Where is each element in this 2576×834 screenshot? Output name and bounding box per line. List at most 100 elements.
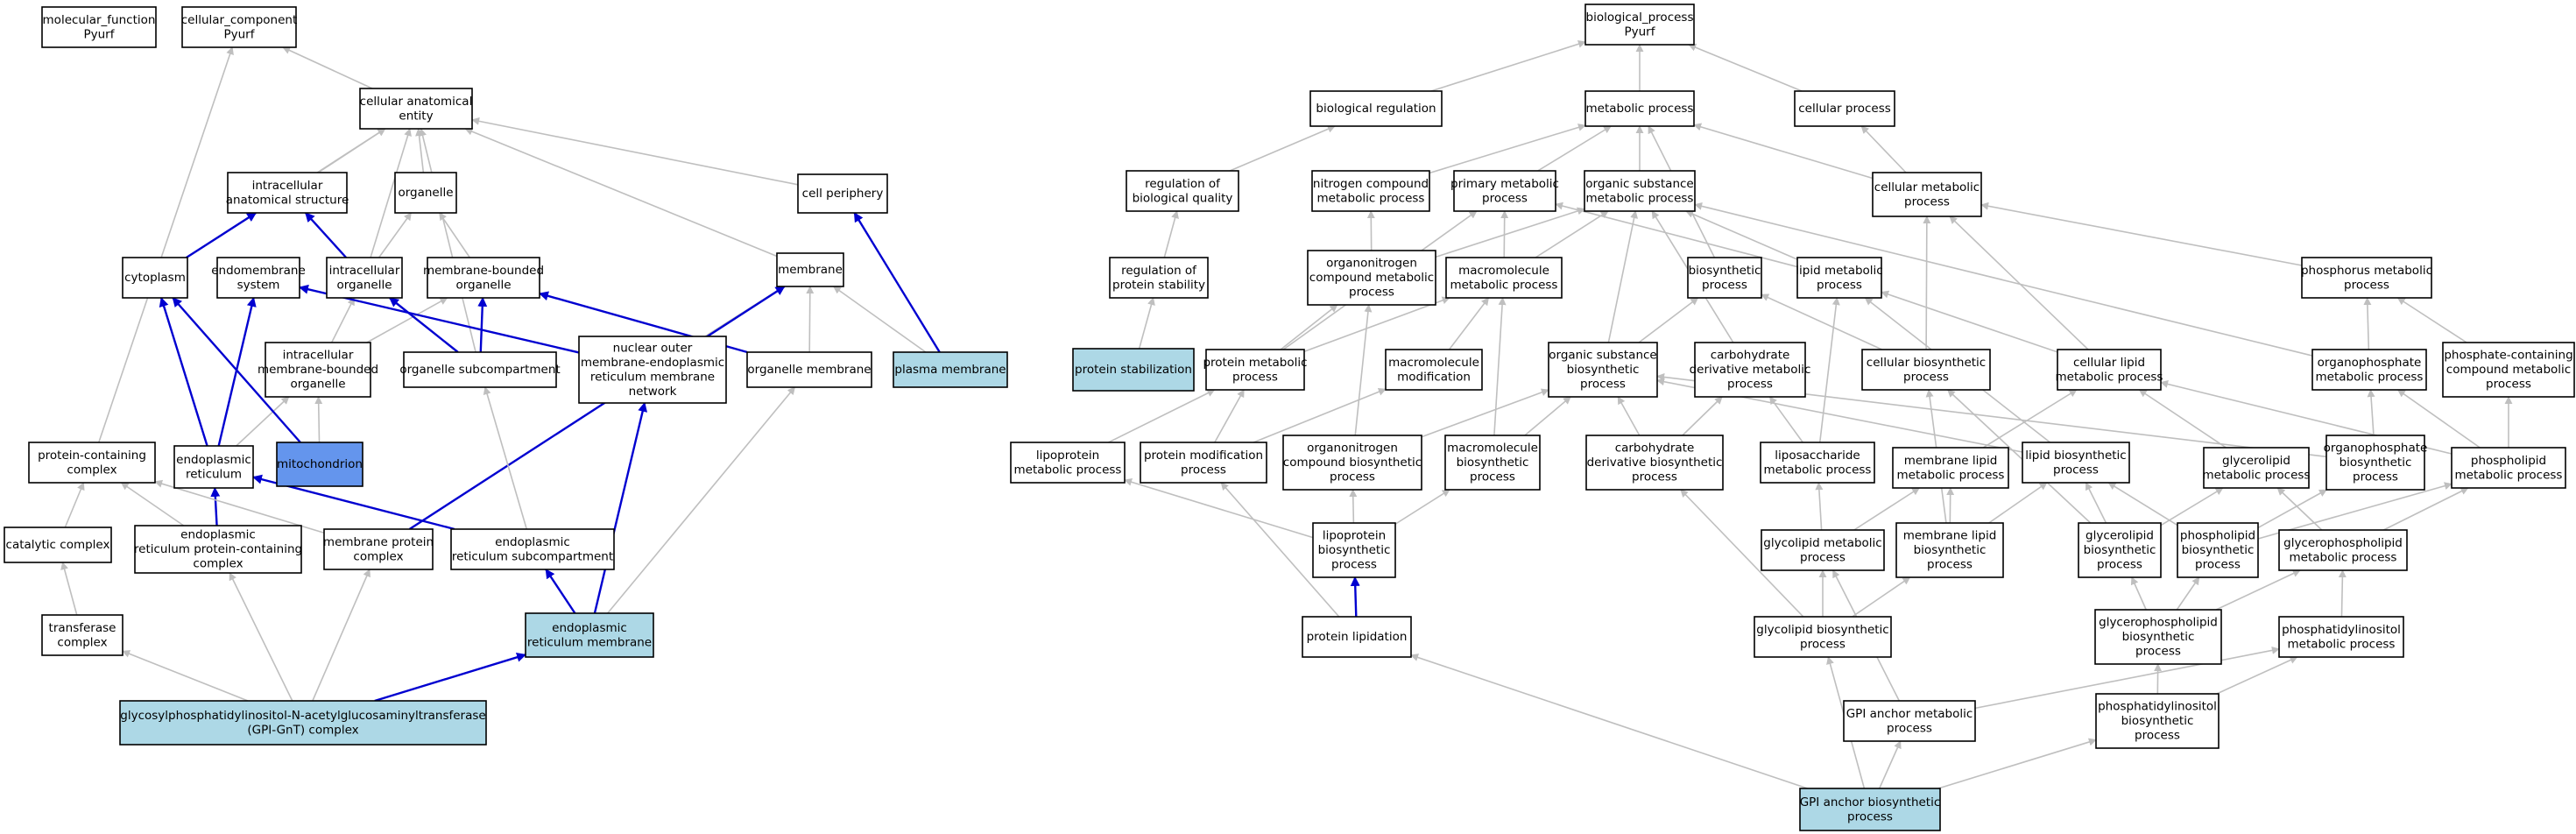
- node-membrane[interactable]: membrane: [776, 252, 844, 287]
- node-box: [134, 525, 302, 574]
- edge-prim_met-to-met_proc: [1537, 125, 1613, 172]
- node-box: [2301, 257, 2432, 299]
- node-label: biosynthetic: [2182, 543, 2255, 557]
- node-org_sub[interactable]: organelle subcompartment: [399, 351, 561, 388]
- node-nuc_outer[interactable]: nuclear outermembrane-endoplasmicreticul…: [578, 336, 727, 404]
- node-label: membrane lipid: [1903, 529, 1997, 543]
- node-label: process: [1232, 370, 1278, 384]
- edge-cell_periph-to-cae: [471, 117, 799, 186]
- node-label: carbohydrate: [1615, 442, 1695, 456]
- node-box: [1444, 435, 1541, 491]
- node-cell_periph[interactable]: cell periphery: [797, 173, 888, 214]
- node-label: molecular_function: [43, 13, 156, 27]
- edge-er_sub-to-org_sub: [483, 386, 528, 530]
- edge-er_mem-to-org_mem: [607, 386, 796, 614]
- node-met_proc[interactable]: metabolic process: [1584, 90, 1695, 127]
- edge-org_subst_bio-to-org_subst_met: [1607, 210, 1639, 343]
- node-gpi_gnt[interactable]: glycosylphosphatidylinositol-N-acetylglu…: [119, 700, 487, 746]
- node-label: macromolecule: [1458, 264, 1549, 278]
- node-prot_lipid[interactable]: protein lipidation: [1302, 616, 1412, 658]
- node-org_mem[interactable]: organelle membrane: [746, 351, 872, 388]
- edge-glycerophos_bio-to-glycerophos_met: [2215, 569, 2301, 611]
- node-label: metabolic process: [2056, 370, 2163, 384]
- node-cat_cplx[interactable]: catalytic complex: [4, 527, 112, 563]
- node-label: endoplasmic: [180, 528, 256, 542]
- node-organelle[interactable]: organelle: [394, 172, 457, 214]
- node-plasma_mem[interactable]: plasma membrane: [893, 351, 1008, 388]
- edge-lipid_met-to-org_subst_met: [1685, 210, 1798, 260]
- node-box: [1445, 257, 1563, 299]
- node-label: intracellular: [252, 179, 323, 193]
- node-cytoplasm[interactable]: cytoplasm: [122, 257, 188, 299]
- node-label: cellular metabolic: [1874, 180, 1980, 194]
- node-label: organelle: [336, 278, 392, 292]
- node-cell_proc[interactable]: cellular process: [1794, 90, 1895, 127]
- node-box: [1687, 257, 1762, 299]
- node-label: organic substance: [1549, 349, 1656, 363]
- node-prot_stab[interactable]: protein stabilization: [1072, 348, 1195, 392]
- node-mito[interactable]: mitochondrion: [276, 442, 363, 487]
- node-box: [1754, 616, 1892, 658]
- node-bio_reg[interactable]: biological regulation: [1309, 90, 1443, 127]
- node-box: [578, 336, 727, 404]
